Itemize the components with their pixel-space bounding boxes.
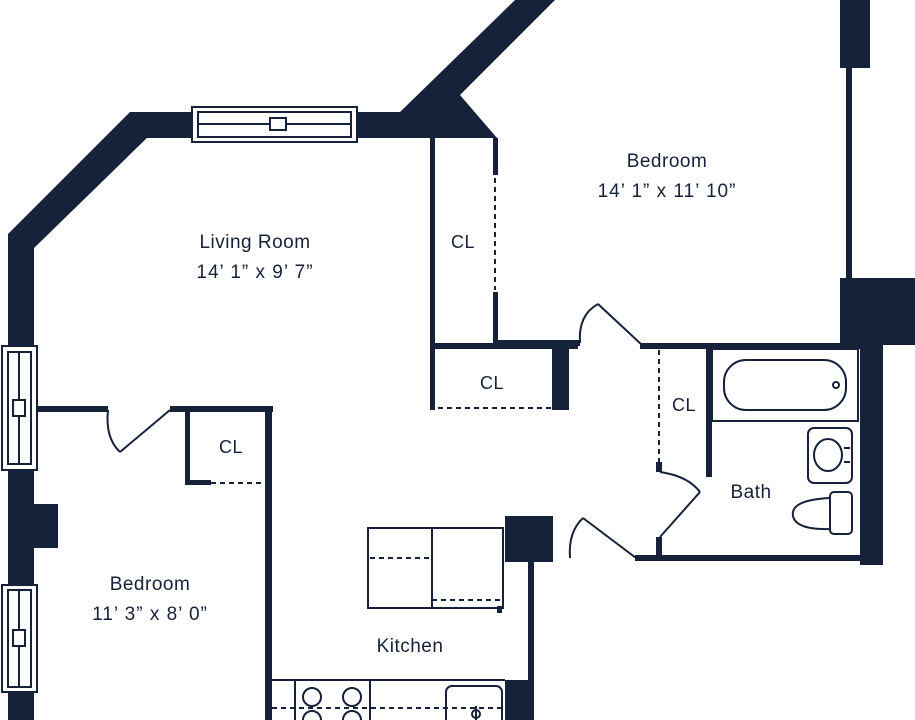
toilet xyxy=(791,491,853,535)
closet-label-lower-bedroom: CL xyxy=(219,437,243,457)
room-dimensions-bedroom-upper: 14’ 1” x 11’ 10” xyxy=(598,181,737,202)
closet-label-middle: CL xyxy=(480,373,504,393)
window-left-lower xyxy=(1,584,38,693)
exterior-walls xyxy=(8,0,915,720)
room-name-bedroom-upper: Bedroom xyxy=(627,151,708,172)
sink xyxy=(807,427,853,484)
room-dimensions-living-room: 14’ 1” x 9’ 7” xyxy=(196,262,313,283)
room-name-bath: Bath xyxy=(730,482,771,503)
room-name-bedroom-lower: Bedroom xyxy=(110,574,191,595)
room-name-living-room: Living Room xyxy=(199,232,310,253)
interior-walls xyxy=(36,138,883,720)
closet-label-bath: CL xyxy=(672,395,696,415)
kitchen-island xyxy=(367,527,504,613)
closet-label-upper: CL xyxy=(451,232,475,252)
kitchen-sink xyxy=(445,685,503,720)
room-dimensions-bedroom-lower: 11’ 3” x 8’ 0” xyxy=(92,604,208,625)
bathtub xyxy=(711,348,859,422)
doors xyxy=(106,303,701,559)
window-left-upper xyxy=(1,345,38,471)
labels: Bedroom 14’ 1” x 11’ 10” Living Room 14’… xyxy=(92,151,771,657)
kitchen-counter xyxy=(272,679,505,720)
closet-openings xyxy=(211,178,660,484)
window-top xyxy=(191,106,358,143)
room-name-kitchen: Kitchen xyxy=(377,636,444,657)
stove xyxy=(302,687,362,720)
